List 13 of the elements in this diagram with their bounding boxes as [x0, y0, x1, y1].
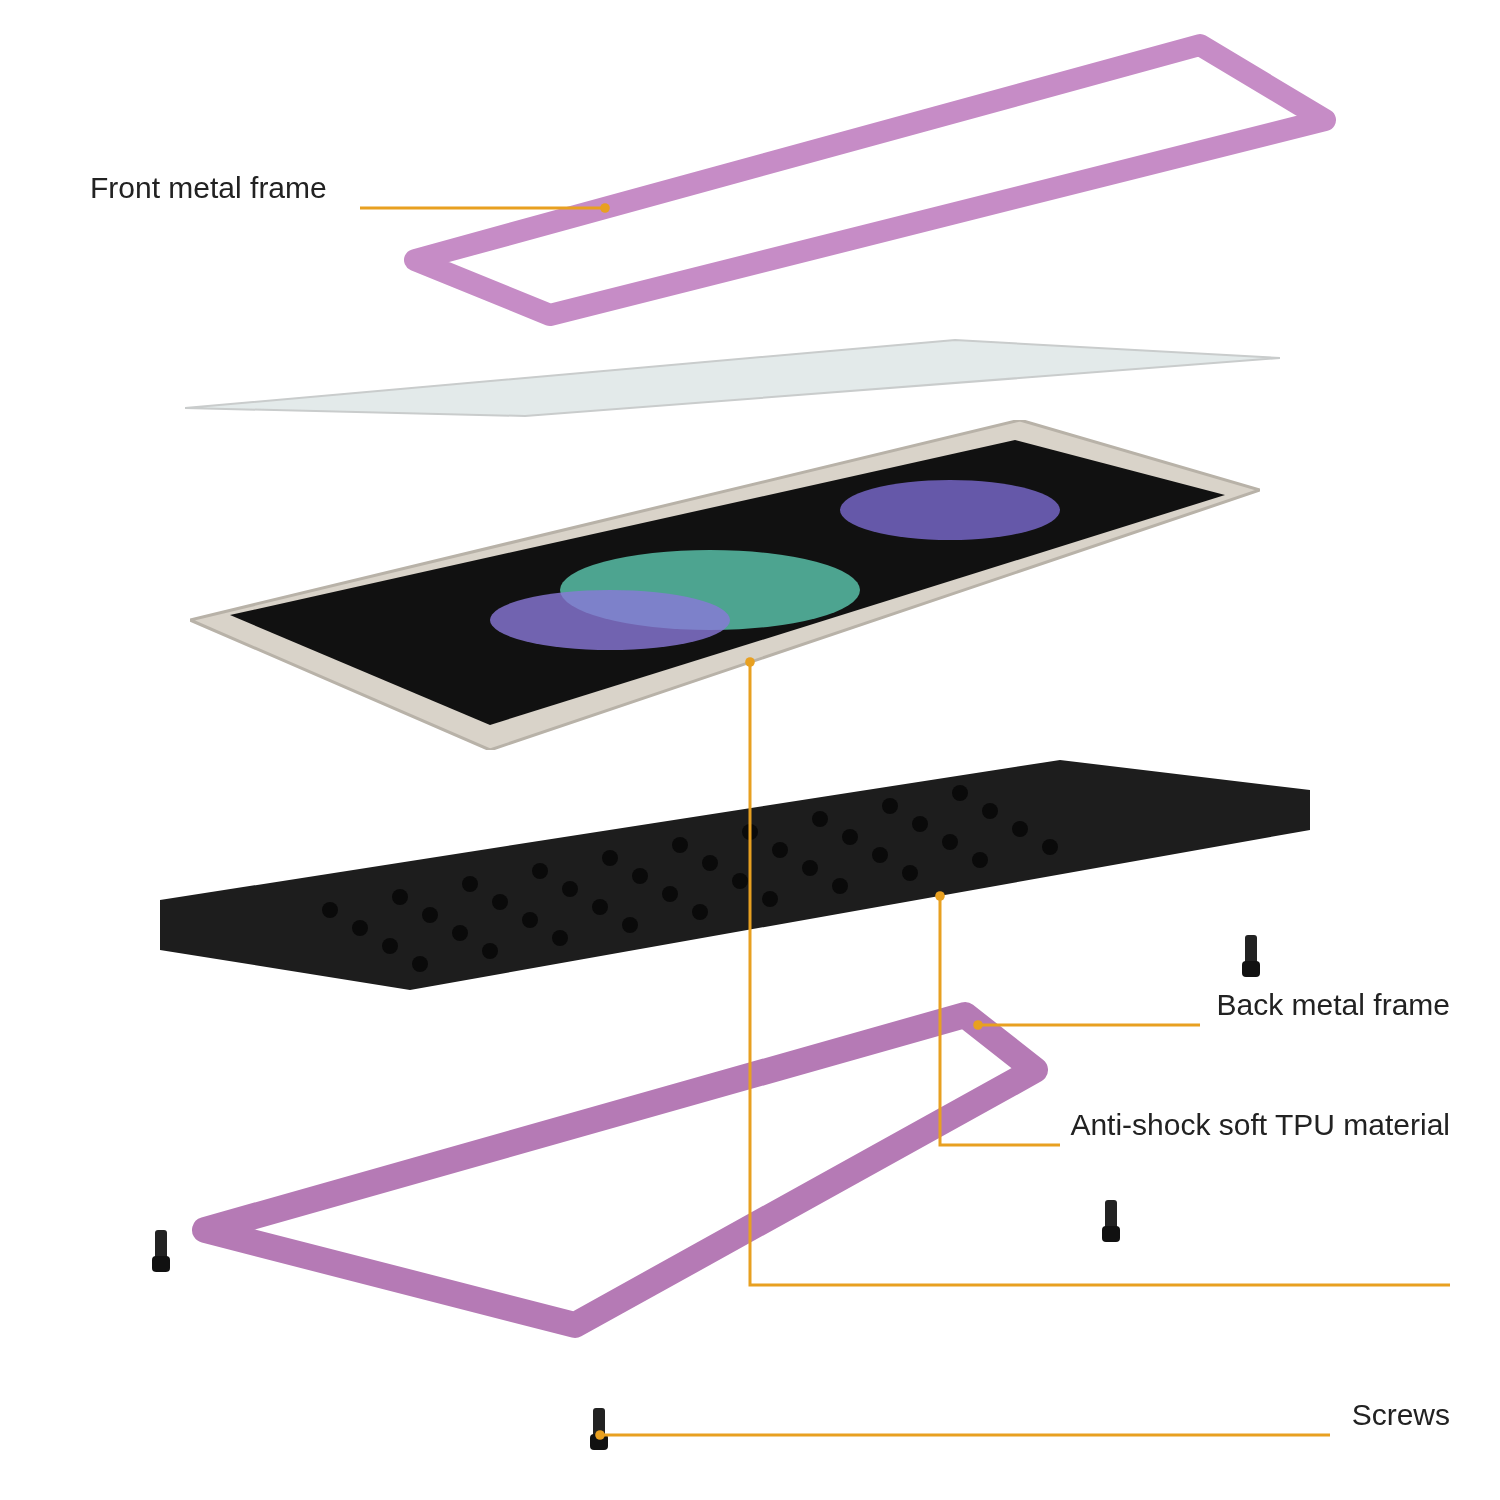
part-label: Screws: [1330, 1395, 1450, 1435]
tpu-case-drawing: [160, 760, 1310, 990]
part-label: Anti-shock soft TPU material: [1060, 1105, 1450, 1145]
leader-line: [595, 1430, 1330, 1440]
back-frame-drawing: [190, 1000, 1050, 1340]
leader-line: [973, 1020, 1200, 1030]
part-label: Back metal frame: [1200, 985, 1450, 1025]
screw-drawing: [588, 1408, 610, 1453]
part-label: Front metal frame: [90, 168, 360, 208]
leader-line: [745, 657, 1450, 1287]
leader-line: [935, 891, 1060, 1147]
phone-drawing: [190, 420, 1260, 750]
leader-line: [360, 203, 610, 213]
